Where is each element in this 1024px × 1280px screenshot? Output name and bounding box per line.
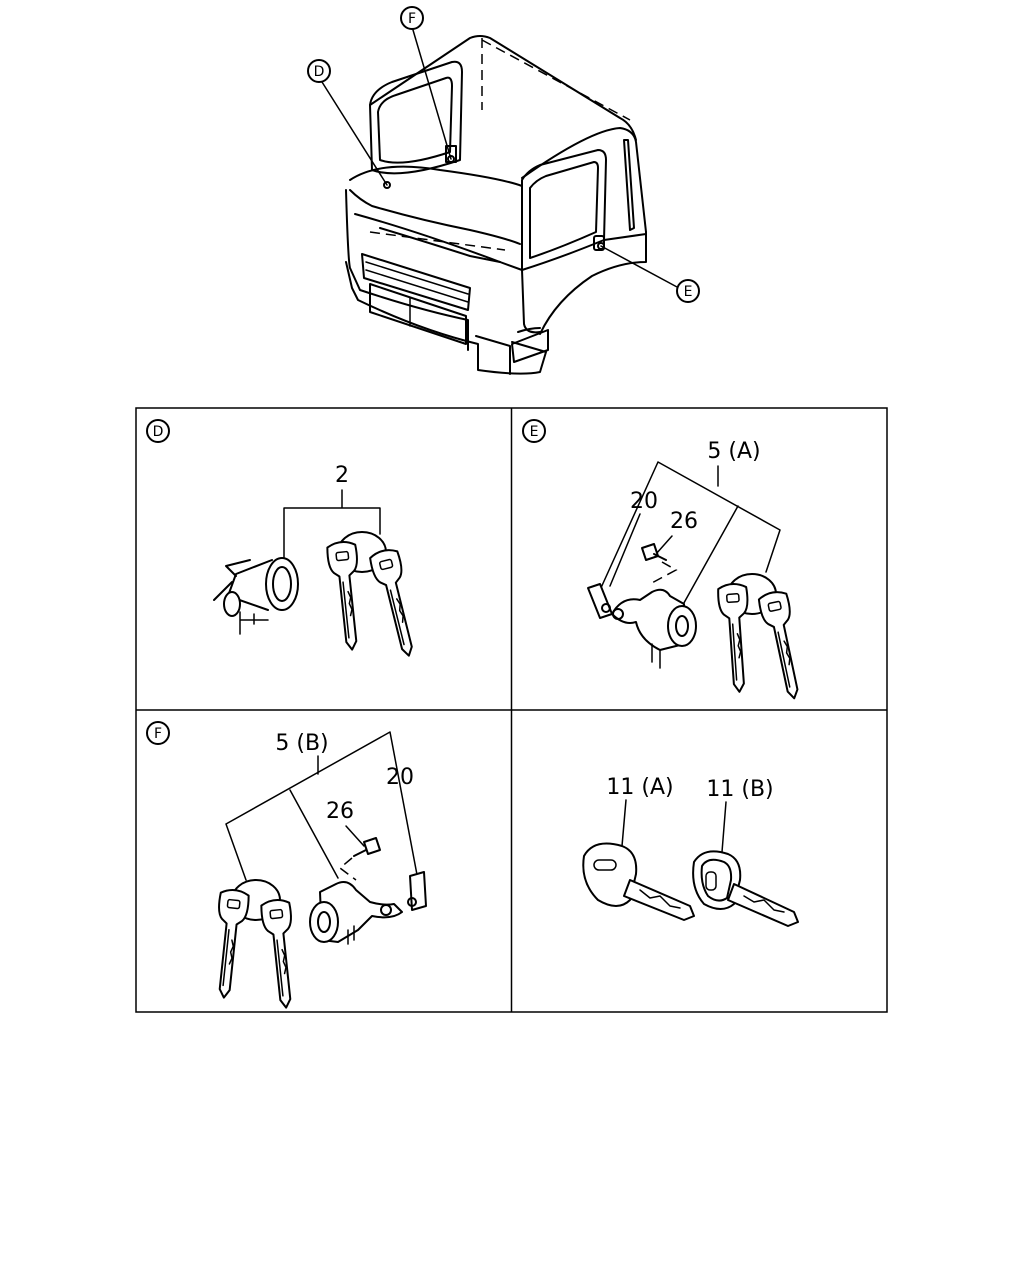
- panel-e-letter-circle: [522, 419, 546, 443]
- part-label-5b: 5 (B): [275, 731, 328, 756]
- panel-d-letter: D: [153, 424, 164, 440]
- cab-callouts: D F E: [307, 6, 700, 303]
- callout-e-label: E: [684, 284, 693, 300]
- part-label-11b: 11 (B): [706, 777, 773, 802]
- callout-d-circle: [307, 59, 331, 83]
- callout-e-circle: [676, 279, 700, 303]
- part-label-26-e: 26: [670, 509, 698, 534]
- panel-grid: [135, 407, 888, 1013]
- ignition-lock-cylinder: [213, 557, 299, 635]
- door-lock-cylinder-e: [611, 588, 697, 669]
- panel-e-letter: E: [530, 424, 539, 440]
- key-set-f: [208, 879, 302, 1011]
- key-11a: [582, 842, 695, 921]
- callout-f-circle: [400, 6, 424, 30]
- panel-e: E 5 (A) 20 26: [522, 419, 810, 703]
- panel-d: D 2: [146, 419, 424, 661]
- part-label-2: 2: [335, 463, 349, 488]
- part-label-5a: 5 (A): [707, 439, 760, 464]
- panel-f-letter-circle: [146, 721, 170, 745]
- truck-cab-illustration: [345, 35, 647, 375]
- panel-f: F 5 (B) 26 20: [146, 721, 427, 1011]
- clip-20-e: [587, 583, 613, 619]
- panel-d-letter-circle: [146, 419, 170, 443]
- part-label-11a: 11 (A): [606, 775, 673, 800]
- key-set-d: [325, 531, 424, 661]
- callout-d-label: D: [314, 64, 325, 80]
- panel-keys: 11 (A) 11 (B): [582, 775, 799, 927]
- door-lock-cylinder-f: [309, 881, 403, 945]
- key-11b: [692, 850, 799, 927]
- bolt-26-f: [338, 837, 381, 881]
- clip-20-f: [407, 871, 427, 911]
- key-set-e: [716, 573, 810, 703]
- callout-f-label: F: [408, 11, 416, 27]
- bolt-26-e: [641, 543, 678, 585]
- panel-f-letter: F: [154, 726, 162, 742]
- part-label-26-f: 26: [326, 799, 354, 824]
